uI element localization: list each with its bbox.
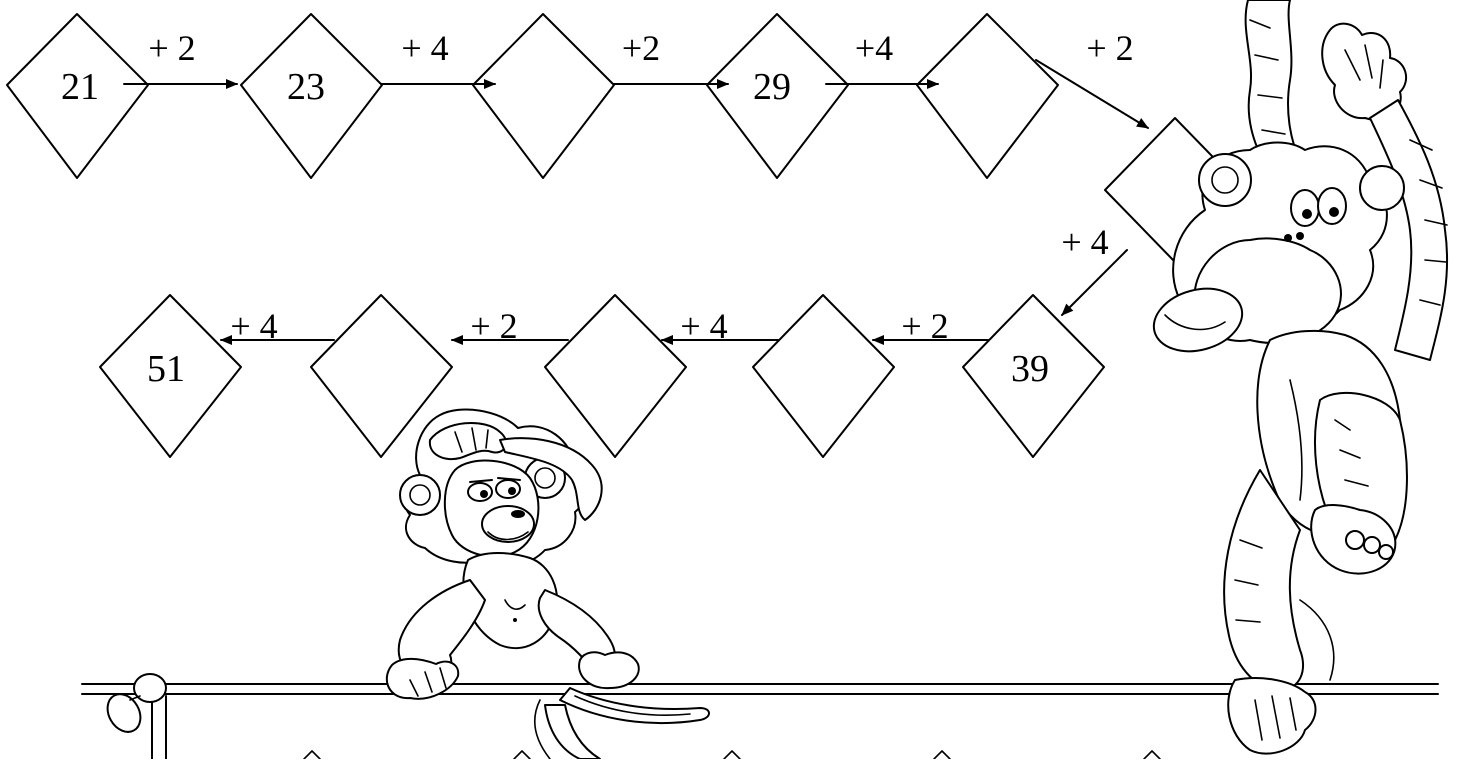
monkey-sitting-illustration [387,409,709,759]
box-value: 39 [1011,348,1049,390]
monkey-hanging-illustration [1147,0,1447,754]
cut-off-next-row [304,751,1160,759]
top-box-1: 21 [7,14,148,178]
op-top-1: + 2 [148,28,195,68]
box-value: 29 [753,66,791,108]
op-bottom-2: + 4 [680,306,727,346]
bottom-box-1: 39 [963,295,1104,457]
top-box-2: 23 [241,14,382,178]
op-bottom-3: + 2 [470,306,517,346]
bottom-box-3[interactable] [545,295,686,457]
box-value: 21 [61,66,99,108]
top-box-4: 29 [707,14,848,178]
top-box-5[interactable] [917,14,1058,178]
bottom-box-2[interactable] [753,295,894,457]
box-value: 23 [287,66,325,108]
op-bottom-1: + 2 [901,306,948,346]
bottom-box-5: 51 [100,295,241,457]
op-top-4: +4 [855,28,893,68]
op-top-2: + 4 [401,28,448,68]
top-box-3[interactable] [473,14,614,178]
op-diagonal-down: + 2 [1086,28,1133,68]
op-bottom-4: + 4 [230,306,277,346]
arrow-diagonal-down [1036,60,1148,128]
op-top-3: +2 [622,28,660,68]
box-value: 51 [147,348,185,390]
op-diagonal-left: + 4 [1061,222,1108,262]
